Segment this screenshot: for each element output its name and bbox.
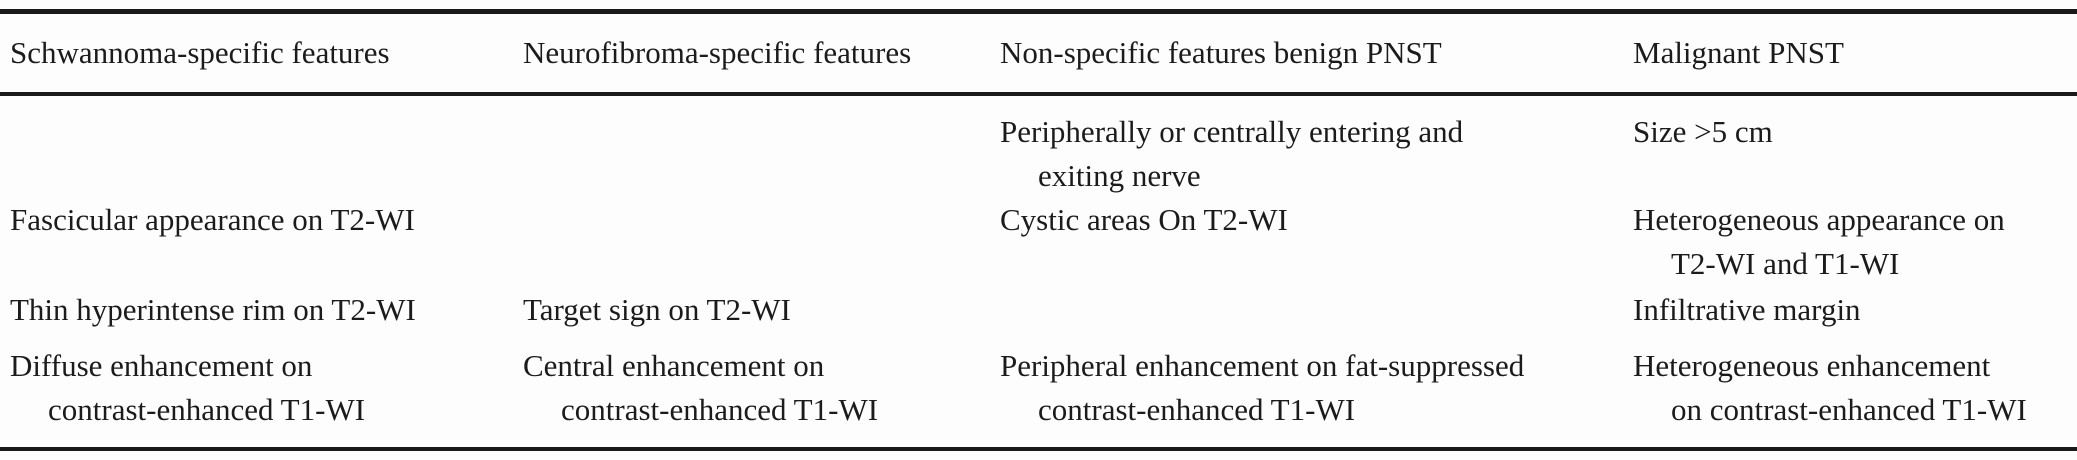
table-cell [990, 286, 1623, 332]
table-row: Fascicular appearance on T2-WI Cystic ar… [0, 198, 2077, 286]
column-header-neurofibroma: Neurofibroma-specific features [513, 11, 990, 96]
column-header-malignant: Malignant PNST [1623, 11, 2077, 96]
table-cell: Target sign on T2-WI [523, 292, 791, 327]
column-header-schwannoma: Schwannoma-specific features [0, 11, 513, 96]
table-cell: Infiltrative margin [1633, 292, 1861, 327]
table-cell [0, 94, 513, 198]
table-cell: Peripherally or centrally entering and e… [1000, 114, 1464, 193]
table-cell: Peripheral enhancement on fat-suppressed… [1000, 348, 1525, 427]
table-cell [513, 94, 990, 198]
table-row: Thin hyperintense rim on T2-WI Target si… [0, 286, 2077, 332]
table-row: Diffuse enhancement on contrast-enhanced… [0, 332, 2077, 449]
table-cell [513, 198, 990, 286]
table-cell: Fascicular appearance on T2-WI [10, 202, 415, 237]
table-cell: Heterogeneous enhancement on contrast-en… [1633, 348, 2027, 427]
table-cell: Heterogeneous appearance on T2-WI and T1… [1633, 202, 2005, 281]
pnst-imaging-features-table: Schwannoma-specific features Neurofibrom… [0, 9, 2077, 451]
table-cell: Thin hyperintense rim on T2-WI [10, 292, 416, 327]
table-cell: Diffuse enhancement on contrast-enhanced… [10, 348, 366, 427]
header-row: Schwannoma-specific features Neurofibrom… [0, 11, 2077, 96]
table-cell: Cystic areas On T2-WI [1000, 202, 1288, 237]
table-cell: Size >5 cm [1633, 114, 1773, 149]
column-header-nonspecific-benign: Non-specific features benign PNST [990, 11, 1623, 96]
table-cell: Central enhancement on contrast-enhanced… [523, 348, 879, 427]
table-row: Peripherally or centrally entering and e… [0, 94, 2077, 198]
